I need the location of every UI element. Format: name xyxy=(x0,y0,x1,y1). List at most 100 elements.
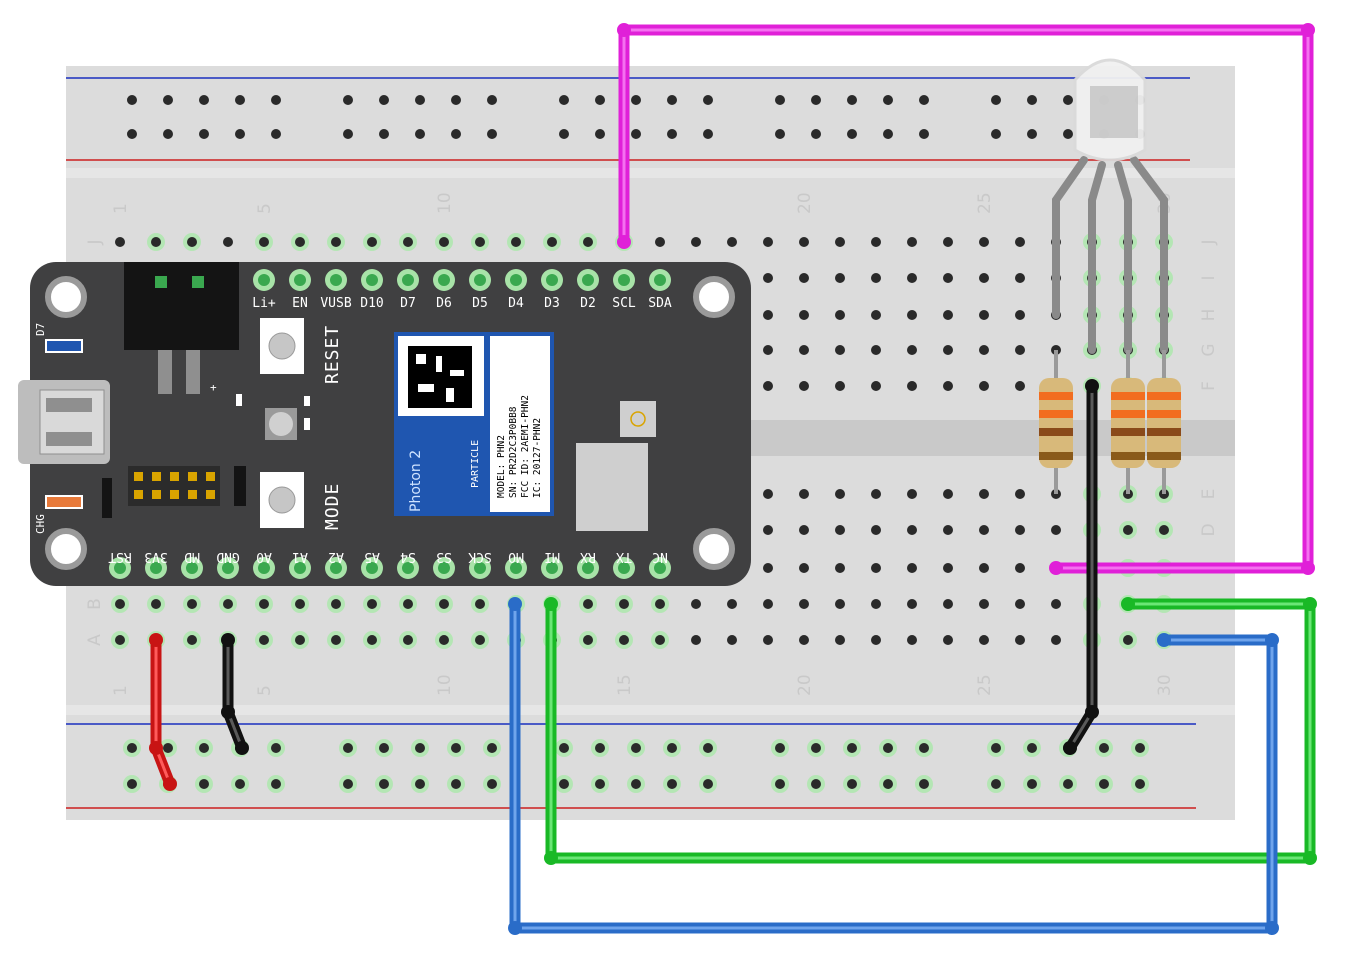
wire-end xyxy=(1157,633,1171,647)
rail-hole xyxy=(235,129,245,139)
reset-button-cap xyxy=(268,332,296,360)
breadboard-hole xyxy=(799,563,809,573)
rail-hole xyxy=(1063,779,1073,789)
smd-part xyxy=(304,396,310,406)
pin-label-top: Li+ xyxy=(252,296,276,311)
rail-hole xyxy=(559,95,569,105)
rail-hole xyxy=(703,779,713,789)
breadboard-hole xyxy=(763,273,773,283)
battery-connector xyxy=(124,262,239,350)
pin-label-bottom: MD xyxy=(184,549,200,564)
breadboard-hole xyxy=(1051,525,1061,535)
column-number: 30 xyxy=(1155,674,1175,696)
breadboard-hole xyxy=(655,635,665,645)
breadboard-hole xyxy=(871,381,881,391)
breadboard-hole xyxy=(727,237,737,247)
breadboard-hole xyxy=(547,237,557,247)
rail-hole xyxy=(379,779,389,789)
resistor-band xyxy=(1039,428,1073,436)
rail-hole xyxy=(595,743,605,753)
rail-hole xyxy=(775,743,785,753)
plus-label: + xyxy=(210,381,217,394)
breadboard-hole xyxy=(943,563,953,573)
pin-label-top: EN xyxy=(292,296,308,311)
header-pin xyxy=(134,490,143,499)
breadboard-hole xyxy=(295,635,305,645)
rail-hole xyxy=(631,779,641,789)
d7-label: D7 xyxy=(34,323,47,336)
breadboard-hole xyxy=(763,525,773,535)
breadboard-hole xyxy=(331,635,341,645)
wire-end xyxy=(617,23,631,37)
column-number: 1 xyxy=(111,203,131,214)
breadboard-hole xyxy=(979,489,989,499)
breadboard-hole xyxy=(691,599,701,609)
pin-label-top: D3 xyxy=(544,296,560,311)
rail-hole xyxy=(1135,743,1145,753)
pin-label-bottom: RX xyxy=(580,549,596,564)
breadboard-hole xyxy=(583,635,593,645)
pin-center xyxy=(582,274,594,286)
resistor-band xyxy=(1111,428,1145,436)
breadboard-hole xyxy=(871,635,881,645)
pin-center xyxy=(474,274,486,286)
row-letter: B xyxy=(85,598,105,610)
breadboard-hole xyxy=(727,635,737,645)
breadboard-hole xyxy=(835,273,845,283)
resistor-body xyxy=(1111,378,1145,468)
breadboard-hole xyxy=(259,599,269,609)
pin-center xyxy=(546,562,558,574)
breadboard-hole xyxy=(763,237,773,247)
rail-hole xyxy=(559,779,569,789)
rail-hole xyxy=(991,743,1001,753)
row-letter: G xyxy=(1199,343,1219,356)
breadboard-hole xyxy=(871,599,881,609)
pin-center xyxy=(510,274,522,286)
breadboard-hole xyxy=(1015,525,1025,535)
breadboard-hole xyxy=(1015,310,1025,320)
breadboard-hole xyxy=(403,635,413,645)
pin-center xyxy=(114,562,126,574)
rail-hole xyxy=(1027,779,1037,789)
breadboard-hole xyxy=(799,310,809,320)
rail-hole xyxy=(559,743,569,753)
breadboard-hole xyxy=(1051,635,1061,645)
header-pin xyxy=(170,490,179,499)
antenna-ring xyxy=(630,411,646,427)
rail-hole xyxy=(127,129,137,139)
breadboard-hole xyxy=(331,599,341,609)
smd-part xyxy=(234,466,246,506)
breadboard-hole xyxy=(115,635,125,645)
breadboard-hole xyxy=(763,310,773,320)
breadboard-divider-top xyxy=(66,168,1235,178)
column-number: 25 xyxy=(975,674,995,696)
row-letter: J xyxy=(1199,239,1219,245)
chg-led xyxy=(45,495,83,509)
rail-hole xyxy=(847,129,857,139)
rail-hole xyxy=(1027,95,1037,105)
breadboard-hole xyxy=(871,237,881,247)
breadboard-hole xyxy=(835,489,845,499)
pin-label-bottom: GND xyxy=(216,549,240,564)
led-legs xyxy=(1052,156,1168,354)
breadboard-hole xyxy=(871,489,881,499)
rail-hole xyxy=(451,95,461,105)
pin-label-bottom: MI xyxy=(544,549,560,564)
pin-center xyxy=(474,562,486,574)
wire-end xyxy=(1301,561,1315,575)
rail-hole xyxy=(1099,743,1109,753)
breadboard-hole xyxy=(979,310,989,320)
row-letter: E xyxy=(1199,489,1219,500)
breadboard-hole xyxy=(475,237,485,247)
breadboard-hole xyxy=(799,381,809,391)
breadboard-hole xyxy=(799,525,809,535)
breadboard-hole xyxy=(583,599,593,609)
breadboard-hole xyxy=(367,635,377,645)
rail-hole xyxy=(703,743,713,753)
module-name: Photon 2 xyxy=(408,450,424,512)
pin-label-top: SDA xyxy=(648,296,672,311)
rail-hole xyxy=(1063,95,1073,105)
rail-hole xyxy=(343,779,353,789)
rail-hole xyxy=(1063,129,1073,139)
rail-hole xyxy=(811,743,821,753)
